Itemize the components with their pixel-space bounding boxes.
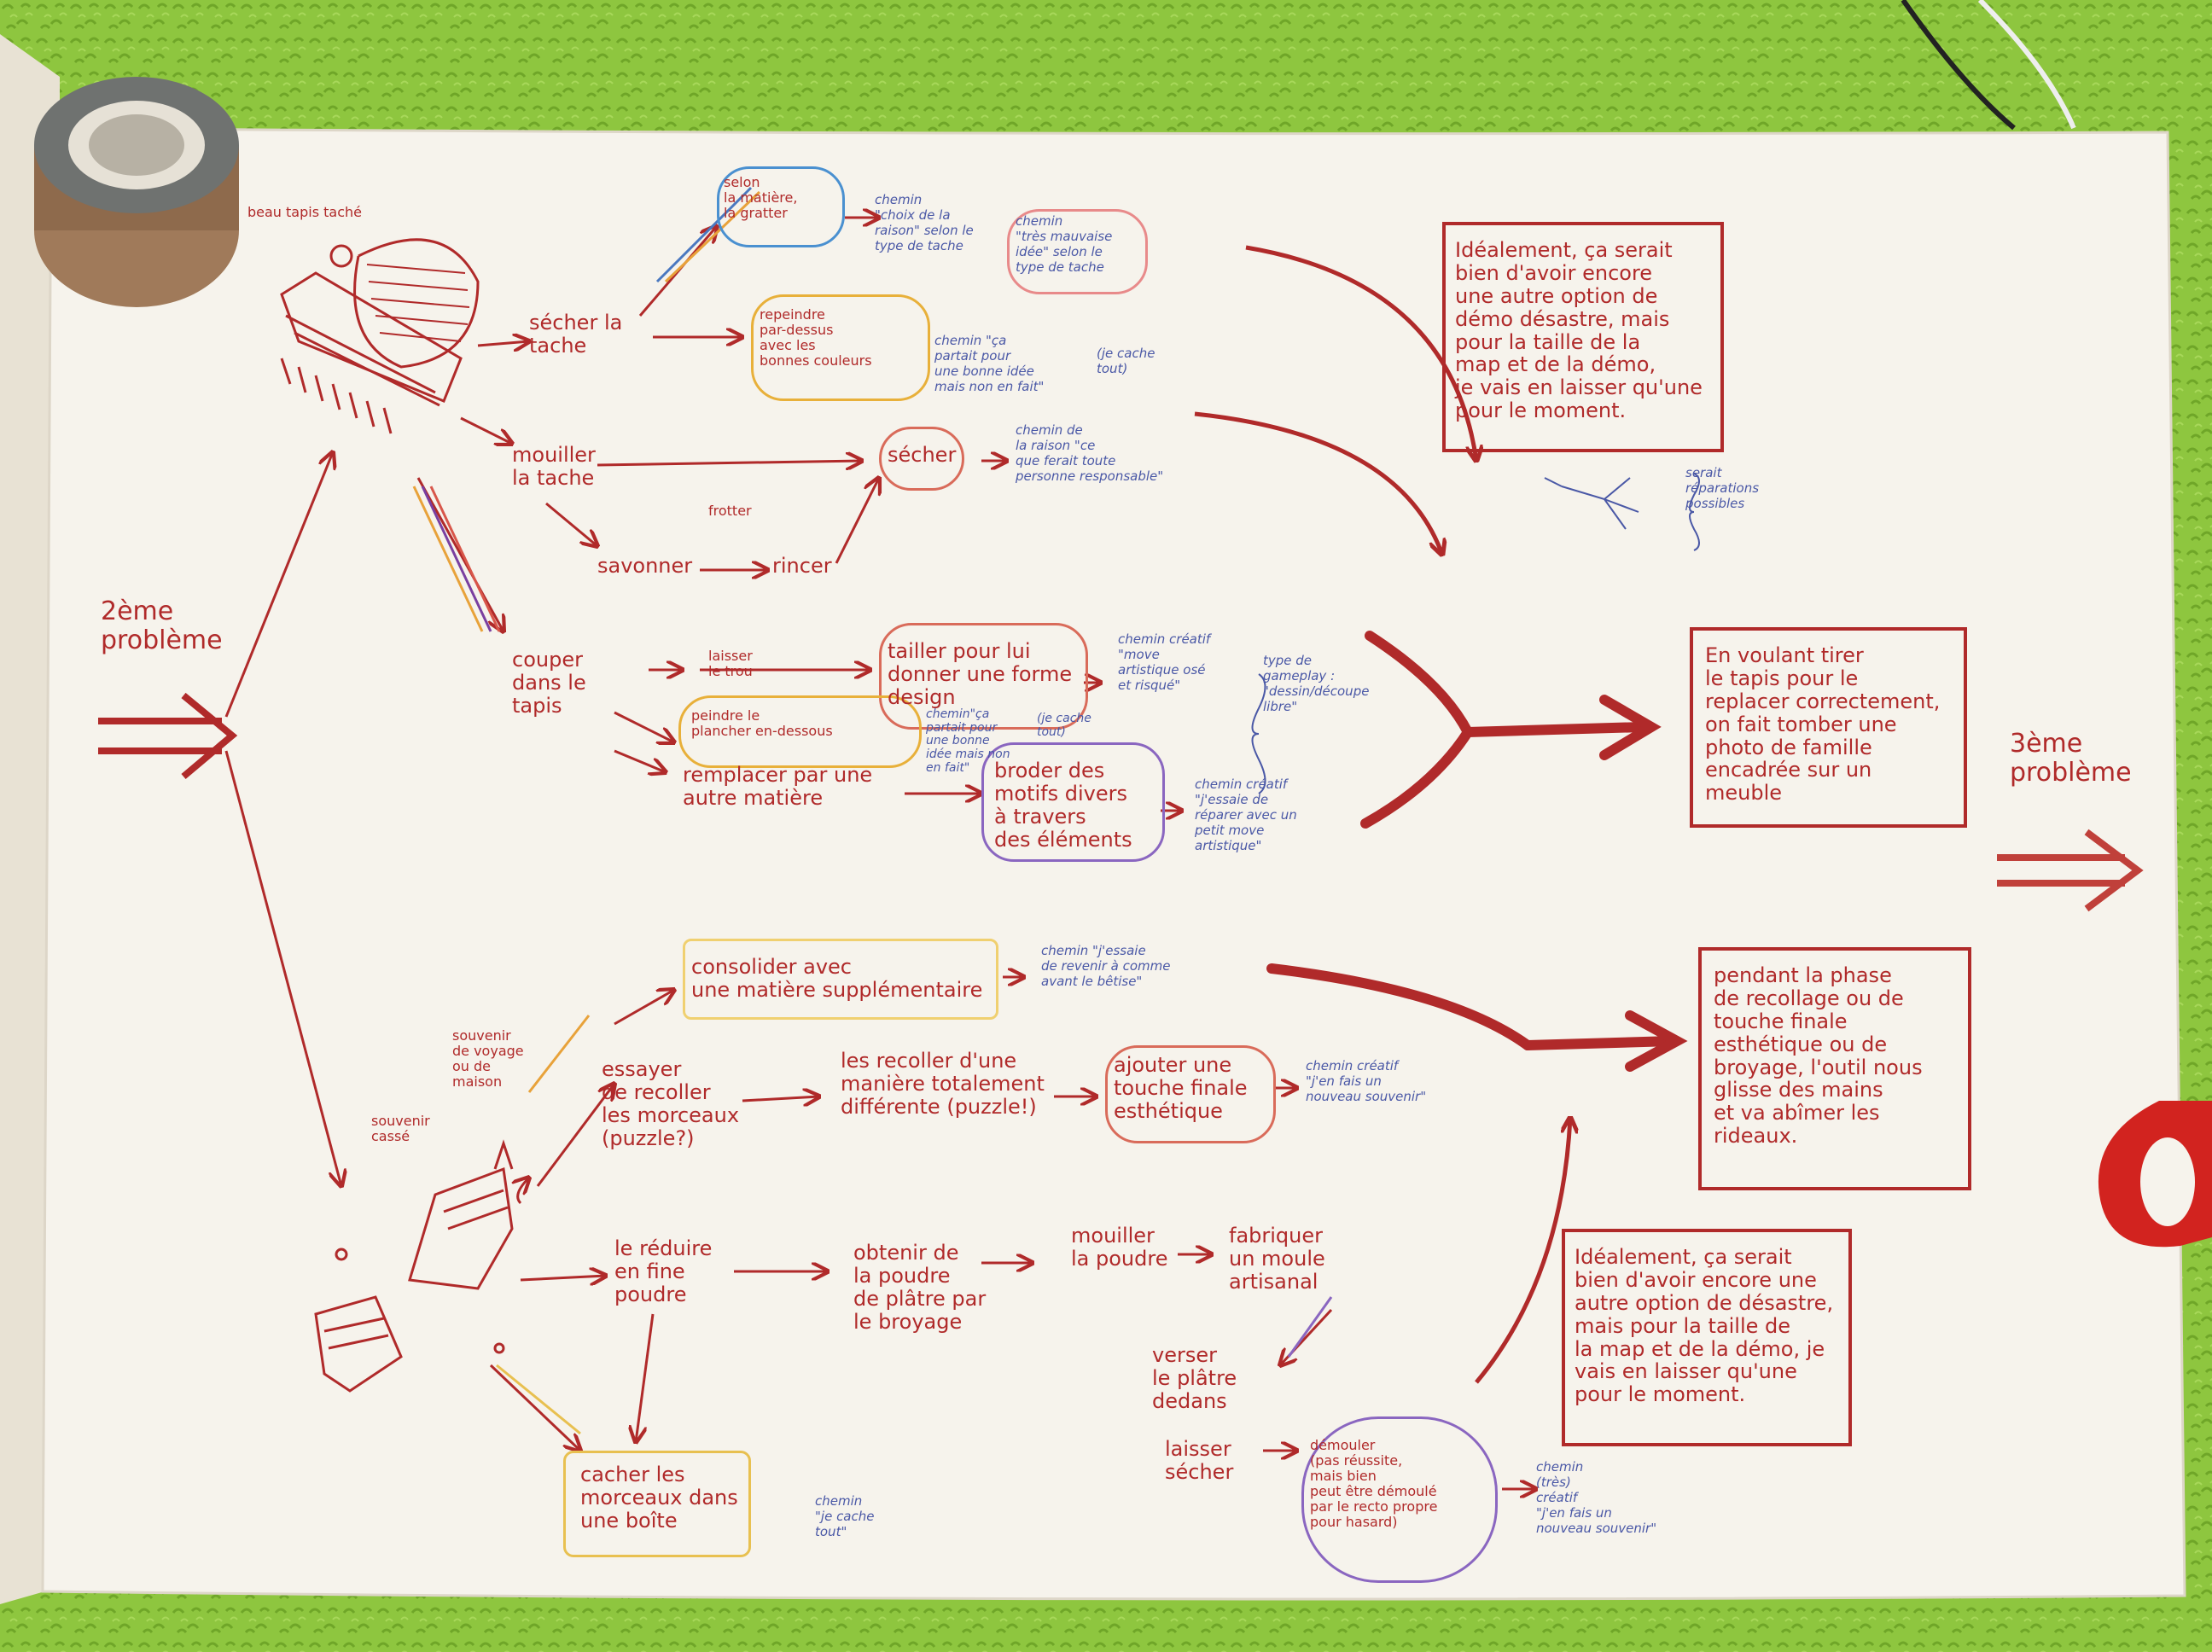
node-cacher: cacher les morceaux dans une boîte — [580, 1463, 738, 1533]
note-bottom-1: chemin "j'essaie de revenir à comme avan… — [1041, 943, 1171, 989]
node-peindre: peindre le plancher en-dessous — [691, 707, 833, 739]
node-reduire: le réduire en fine poudre — [614, 1236, 713, 1306]
node-tailler: tailler pour lui donner une forme design — [888, 639, 1073, 709]
note-top-4: chemin de la raison "ce que ferait toute… — [1016, 422, 1164, 484]
node-selon: selon la matière, la gratter — [724, 174, 798, 221]
note-top-5: chemin créatif "move artistique osé et r… — [1118, 631, 1211, 693]
note-top-1: chemin "choix de la raison" selon le typ… — [875, 192, 974, 253]
broken-souvenir-sketch — [314, 1139, 514, 1393]
problem-right-label: 3ème problème — [2010, 729, 2132, 788]
bubble-demouler — [1301, 1416, 1498, 1583]
red-scissors-handle — [2098, 1101, 2212, 1248]
bubble-selon — [717, 166, 845, 247]
note-bottom-4: chemin (très) créatif "j'en fais un nouv… — [1536, 1459, 1657, 1536]
note-box-alternative-2 — [1562, 1229, 1852, 1446]
carpet-caption: beau tapis taché — [247, 204, 362, 220]
node-remplacer: remplacer par une autre matière — [683, 763, 873, 810]
tape-roll — [34, 77, 239, 307]
node-fabriquer: fabriquer un moule artisanal — [1229, 1224, 1325, 1294]
node-souvenir-note: souvenir de voyage ou de maison — [452, 1027, 524, 1090]
tree-diagram-sketch — [1544, 477, 1639, 530]
node-demouler: démouler (pas réussite, mais bien peut ê… — [1310, 1437, 1438, 1530]
note-top-7: chemin créatif "j'essaie de réparer avec… — [1195, 777, 1297, 853]
note-top-6b: (je cache tout) — [1037, 712, 1091, 739]
node-essayer: essayer de recoller les morceaux (puzzle… — [602, 1057, 740, 1150]
bubble-consolider — [683, 939, 998, 1020]
problem-left-label: 2ème problème — [101, 596, 223, 655]
node-mouiller-poudre: mouiller la poudre — [1071, 1224, 1168, 1271]
note-top-6: chemin"ça partait pour une bonne idée ma… — [926, 707, 1010, 775]
node-recoller: les recoller d'une manière totalement di… — [841, 1049, 1045, 1119]
side-note-1: Idéalement, ça serait bien d'avoir encor… — [1455, 238, 1703, 423]
bubble-secher — [879, 427, 964, 491]
node-laisser-secher: laisser sécher — [1165, 1437, 1234, 1484]
note-box-3eme-probleme — [1690, 627, 1967, 828]
node-savonner: savonner — [597, 554, 693, 578]
carpet-sketch — [280, 238, 480, 434]
note-bottom-3: chemin "je cache tout" — [815, 1493, 875, 1539]
bubble-broder — [981, 742, 1165, 862]
note-top-2: chemin "très mauvaise idée" selon le typ… — [1016, 213, 1113, 275]
bubble-note-2 — [1007, 209, 1148, 294]
bubble-ajouter — [1105, 1045, 1276, 1143]
bubble-tailler — [879, 623, 1088, 730]
node-laisser: laisser le trou — [708, 648, 753, 679]
node-frotter: frotter — [708, 503, 752, 519]
node-broder: broder des motifs divers à travers des é… — [994, 759, 1132, 852]
side-note-tree: serait réparations possibles — [1685, 465, 1760, 511]
node-ajouter: ajouter une touche finale esthétique — [1114, 1053, 1248, 1123]
node-souvenir: souvenir cassé — [371, 1113, 430, 1144]
side-note-4: Idéalement, ça serait bien d'avoir encor… — [1575, 1245, 1834, 1407]
note-top-3: chemin "ça partait pour une bonne idée m… — [934, 333, 1045, 394]
note-box-rideaux — [1698, 947, 1971, 1190]
node-repeindre: repeindre par-dessus avec les bonnes cou… — [760, 306, 872, 369]
side-note-3: pendant la phase de recollage ou de touc… — [1714, 963, 1923, 1149]
note-box-alternative-1 — [1442, 222, 1724, 452]
note-bottom-2: chemin créatif "j'en fais un nouveau sou… — [1306, 1058, 1427, 1104]
side-note-2: En voulant tirer le tapis pour le replac… — [1705, 643, 1941, 806]
node-verser: verser le plâtre dedans — [1152, 1343, 1237, 1413]
bubble-peindre — [678, 695, 922, 768]
node-consolider: consolider avec une matière supplémentai… — [691, 955, 983, 1002]
node-mouiller: mouiller la tache — [512, 443, 596, 490]
node-couper: couper dans le tapis — [512, 648, 586, 718]
node-rincer: rincer — [772, 554, 832, 578]
note-top-3b: (je cache tout) — [1097, 346, 1155, 376]
bubble-cacher — [563, 1451, 751, 1557]
node-obtenir: obtenir de la poudre de plâtre par le br… — [853, 1241, 987, 1334]
bubble-repeindre — [751, 294, 930, 401]
node-secher: sécher la tache — [529, 311, 623, 358]
note-top-5b: type de gameplay : "dessin/découpe libre… — [1263, 653, 1370, 714]
node-secher-2: sécher — [888, 443, 957, 467]
